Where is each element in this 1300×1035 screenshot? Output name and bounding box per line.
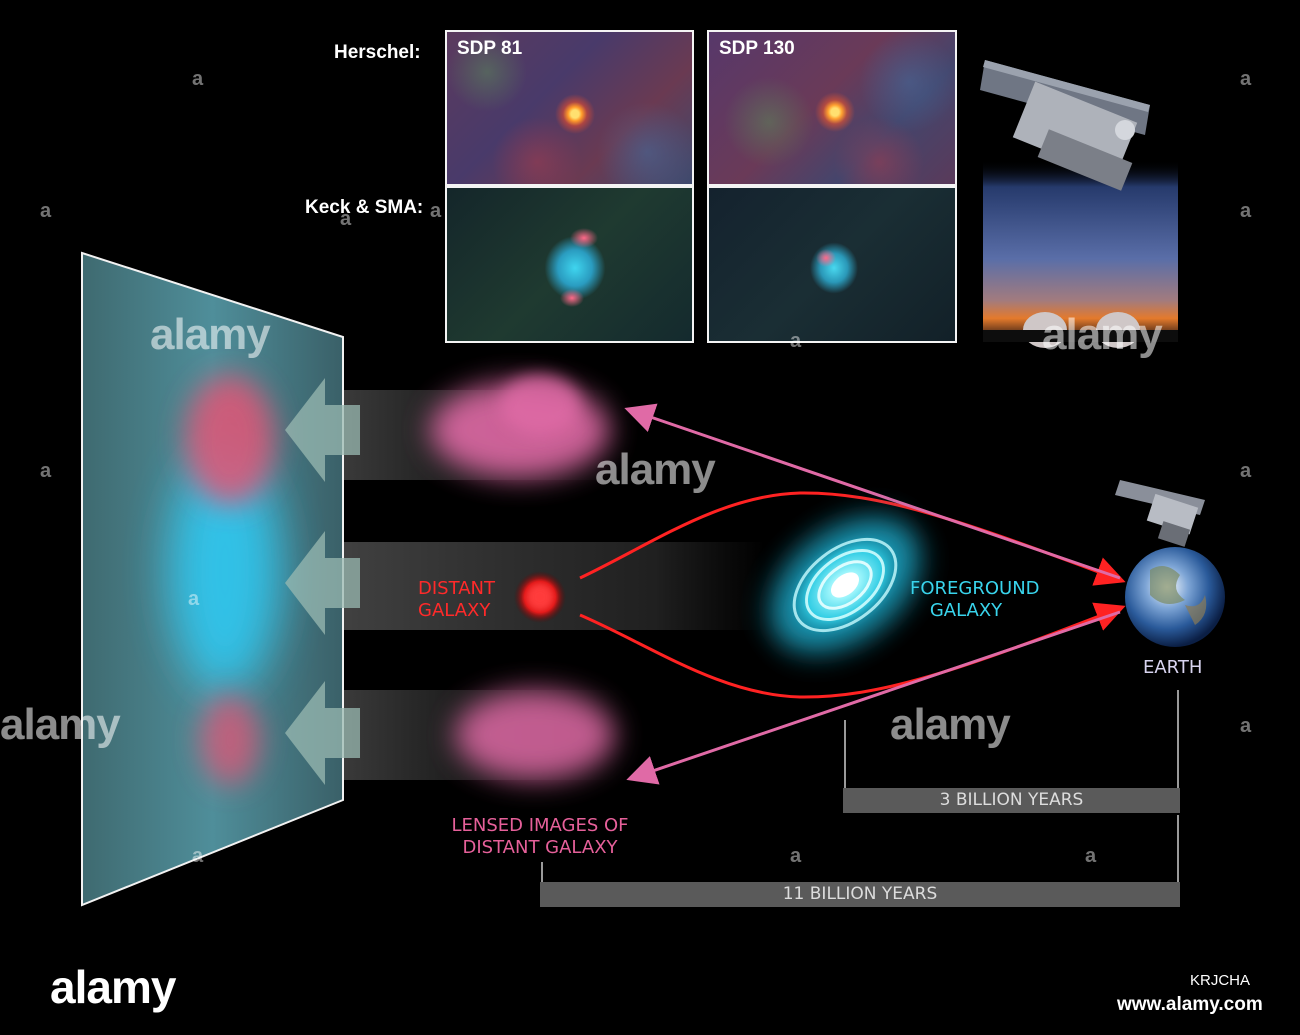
- beam-arrow-middle: [285, 531, 360, 635]
- watermark-brand: alamy: [0, 700, 121, 749]
- beam-arrow-lower: [285, 681, 360, 785]
- foreground-galaxy-label-line2: GALAXY: [929, 600, 1003, 621]
- distance-bracket-11by: [540, 815, 1180, 907]
- herschel-label: Herschel:: [334, 42, 421, 63]
- watermark-mark: a: [1240, 460, 1252, 482]
- observed-image-screen: [81, 251, 344, 907]
- watermark-mark: a: [192, 845, 204, 867]
- keck-sma-label: Keck & SMA:: [305, 197, 424, 218]
- panel-sdp130-keck: [707, 186, 957, 343]
- beam-arrow-upper: [285, 378, 360, 482]
- foreground-galaxy-label: FOREGROUND GALAXY: [910, 578, 1040, 622]
- lensed-image-lower: [455, 690, 615, 780]
- watermark-mark: a: [40, 460, 52, 482]
- panel-sdp81-herschel: SDP 81: [445, 30, 694, 186]
- panel-title-sdp130: SDP 130: [719, 38, 795, 59]
- earth-globe: [1125, 547, 1225, 647]
- alamy-url: www.alamy.com: [1117, 994, 1263, 1015]
- watermark-mark: a: [192, 68, 204, 90]
- watermark-mark: a: [1240, 200, 1252, 222]
- watermark-mark: a: [40, 200, 52, 222]
- apparent-rays: [624, 403, 1121, 785]
- lensed-images-label-line2: DISTANT GALAXY: [462, 837, 618, 858]
- watermark-mark: a: [430, 200, 442, 222]
- lensed-images-label: LENSED IMAGES OF DISTANT GALAXY: [440, 815, 640, 859]
- alamy-logo: alamy: [50, 961, 176, 1013]
- keck-observatory-image: [983, 160, 1178, 348]
- distant-galaxy: [514, 571, 566, 623]
- watermark-brand: alamy: [1042, 310, 1163, 359]
- herschel-satellite-small-icon: [1115, 480, 1205, 547]
- watermark-brand: alamy: [150, 310, 271, 359]
- watermark-mark: a: [188, 588, 200, 610]
- watermark-mark: a: [790, 330, 802, 352]
- watermark-brand: alamy: [890, 700, 1011, 749]
- watermark-mark: a: [1240, 68, 1252, 90]
- lensed-images-label-line1: LENSED IMAGES OF: [451, 815, 629, 836]
- distance-3-billion-label: 3 BILLION YEARS: [939, 790, 1084, 810]
- watermark-mark: a: [340, 208, 352, 230]
- herschel-telescope-icon: [980, 60, 1150, 191]
- distant-galaxy-label-line1: DISTANT: [418, 578, 495, 599]
- foreground-galaxy-label-line1: FOREGROUND: [910, 578, 1040, 599]
- image-id: KRJCHA: [1190, 972, 1251, 989]
- foreground-galaxy: [769, 517, 921, 653]
- watermark-brand: alamy: [595, 445, 716, 494]
- distant-galaxy-label-line2: GALAXY: [418, 600, 491, 621]
- panel-sdp81-keck: [445, 186, 694, 343]
- distant-galaxy-label: DISTANT GALAXY: [418, 578, 495, 622]
- distance-bracket-3by: [843, 690, 1180, 813]
- watermark-mark: a: [790, 845, 802, 867]
- watermark-mark: a: [1240, 715, 1252, 737]
- watermark-mark: a: [1085, 845, 1097, 867]
- lensed-image-upper: [430, 375, 610, 478]
- distance-11-billion-label: 11 BILLION YEARS: [782, 884, 938, 904]
- earth-label: EARTH: [1143, 657, 1203, 678]
- panel-sdp130-herschel: SDP 130: [707, 30, 957, 186]
- panel-title-sdp81: SDP 81: [457, 38, 523, 59]
